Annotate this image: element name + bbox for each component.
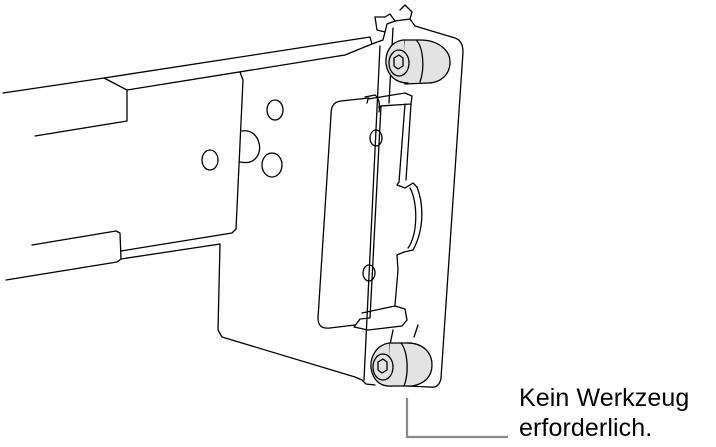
callout-label: Kein Werkzeug erforderlich. <box>519 383 689 443</box>
mounting-flange <box>361 4 464 388</box>
hole-icon <box>239 130 261 164</box>
hole-icon <box>266 99 284 121</box>
mounting-holes <box>201 99 383 282</box>
hex-socket-icon <box>377 358 388 374</box>
rail-lower <box>5 71 363 381</box>
callout-line-1: Kein Werkzeug <box>519 384 690 412</box>
callout-leader-line <box>405 398 508 439</box>
hex-socket-icon <box>393 54 404 70</box>
hole-icon <box>261 152 283 178</box>
hole-icon <box>201 149 219 171</box>
thumbscrew-top <box>385 39 451 85</box>
latch-window <box>317 92 423 331</box>
callout-line-2: erforderlich. <box>519 414 653 442</box>
rail-outer <box>2 36 373 137</box>
thumbscrew-bottom <box>370 342 433 387</box>
